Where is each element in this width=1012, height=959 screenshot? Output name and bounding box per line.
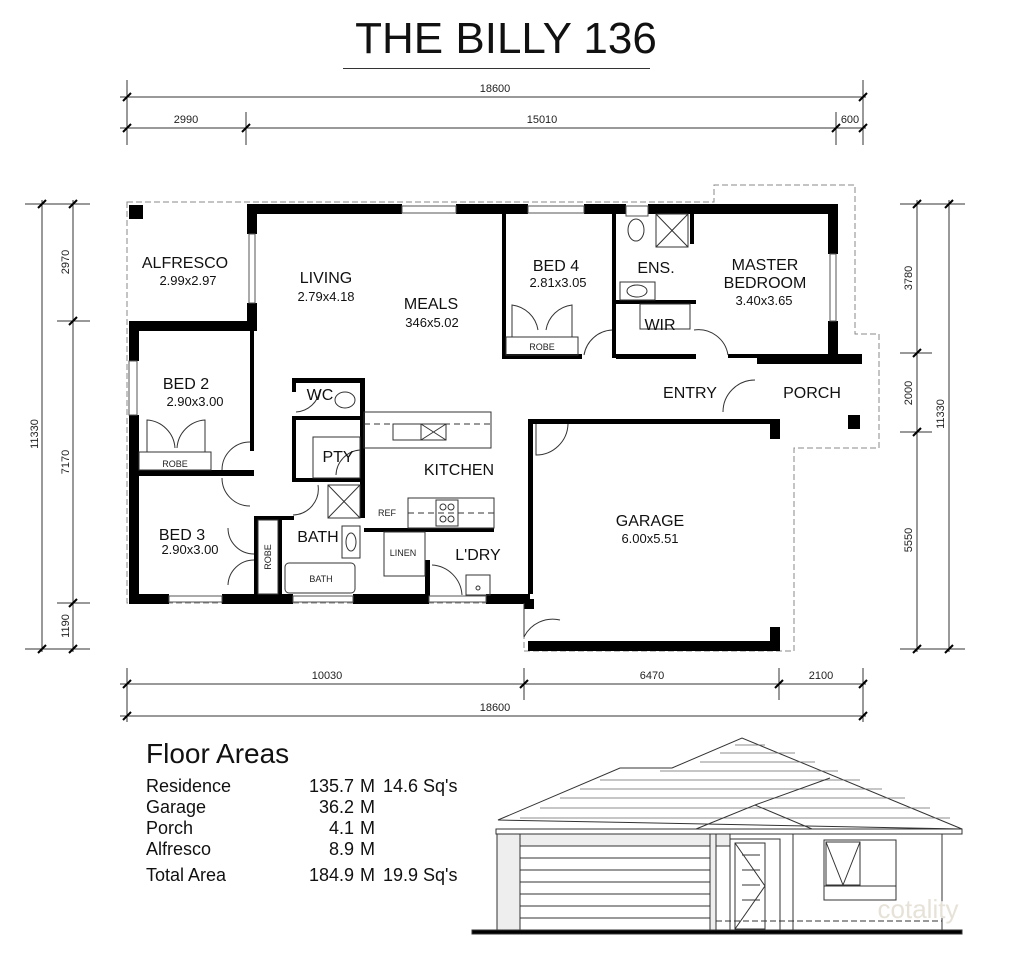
- doors: [221, 329, 756, 638]
- dim-bottom-seg-2: 6470: [640, 670, 664, 682]
- area-unit: M: [360, 797, 375, 817]
- area-squares: [375, 839, 458, 860]
- room-kitchen-label: KITCHEN: [424, 462, 494, 479]
- room-alfresco-label: ALFRESCO: [142, 255, 228, 272]
- dim-left-seg-3: 1190: [60, 614, 72, 638]
- area-row: Alfresco 8.9 M: [146, 839, 458, 860]
- left-dimensions: [25, 199, 90, 654]
- room-master-label-1: MASTER: [732, 257, 799, 274]
- bottom-dimensions: [120, 668, 868, 722]
- room-laundry-label: L'DRY: [455, 547, 501, 564]
- room-ensuite-label: ENS.: [637, 260, 674, 277]
- room-living-label: LIVING: [300, 270, 352, 287]
- room-meals-size: 346x5.02: [405, 315, 459, 330]
- area-label: Total Area: [146, 865, 227, 885]
- robe-bed2-label: ROBE: [162, 459, 188, 469]
- room-entry-label: ENTRY: [663, 385, 717, 402]
- area-row-total: Total Area 184.9 M 19.9 Sq's: [146, 860, 458, 886]
- area-label: Porch: [146, 818, 194, 838]
- dim-top-overall: 18600: [480, 83, 511, 95]
- room-wc-label: WC: [307, 387, 334, 404]
- room-master-size: 3.40x3.65: [735, 293, 792, 308]
- bathtub-label: BATH: [309, 574, 332, 584]
- watermark-text: cotality: [878, 894, 959, 924]
- fixtures: [138, 213, 691, 596]
- room-living-size: 2.79x4.18: [297, 289, 354, 304]
- dim-top-seg-1: 2990: [174, 114, 198, 126]
- plan-title: THE BILLY 136: [355, 14, 657, 63]
- walls: [129, 204, 862, 651]
- area-label: Alfresco: [146, 839, 212, 859]
- room-linen-label: LINEN: [390, 548, 417, 558]
- title-underline: [343, 68, 650, 69]
- dim-top-seg-2: 15010: [527, 114, 558, 126]
- dim-bottom-overall: 18600: [480, 702, 511, 714]
- dim-right-seg-3: 5550: [903, 528, 915, 552]
- windows: [128, 205, 837, 603]
- area-label: Garage: [146, 797, 207, 817]
- area-label: Residence: [146, 776, 232, 796]
- area-value: 8.9: [328, 839, 354, 859]
- room-porch-label: PORCH: [783, 385, 841, 402]
- area-squares: [375, 797, 458, 818]
- area-row: Porch 4.1 M: [146, 818, 458, 839]
- right-dimensions: [900, 199, 965, 654]
- area-squares: 14.6 Sq's: [383, 776, 458, 796]
- room-bath-label: BATH: [297, 529, 338, 546]
- dim-right-overall: 11330: [935, 399, 947, 429]
- room-bed2-label: BED 2: [163, 376, 209, 393]
- room-bed3-label: BED 3: [159, 527, 205, 544]
- room-master-label-2: BEDROOM: [724, 275, 807, 292]
- room-garage-label: GARAGE: [616, 513, 684, 530]
- room-alfresco-size: 2.99x2.97: [159, 273, 216, 288]
- area-squares: [375, 818, 458, 839]
- area-row: Residence 135.7 M 14.6 Sq's: [146, 776, 458, 797]
- dim-bottom-seg-1: 10030: [312, 670, 343, 682]
- area-value: 36.2: [318, 797, 354, 817]
- room-bed4-size: 2.81x3.05: [529, 275, 586, 290]
- dim-left-seg-1: 2970: [60, 250, 72, 274]
- room-bed2-size: 2.90x3.00: [166, 394, 223, 409]
- dim-bottom-seg-3: 2100: [809, 670, 833, 682]
- room-wir-label: WIR: [644, 317, 675, 334]
- top-dimensions: [120, 80, 868, 145]
- room-bed4-label: BED 4: [533, 258, 579, 275]
- dim-top-seg-3: 600: [841, 114, 859, 126]
- floor-areas-heading: Floor Areas: [146, 738, 290, 769]
- area-value: 135.7: [308, 776, 354, 796]
- room-meals-label: MEALS: [404, 296, 458, 313]
- area-row: Garage 36.2 M: [146, 797, 458, 818]
- area-unit: M: [360, 839, 375, 859]
- area-value: 4.1: [328, 818, 354, 838]
- floor-areas-table: Residence 135.7 M 14.6 Sq's Garage 36.2 …: [146, 776, 458, 886]
- room-bed3-size: 2.90x3.00: [161, 542, 218, 557]
- dim-right-seg-1: 3780: [903, 266, 915, 290]
- dim-left-seg-2: 7170: [60, 450, 72, 474]
- robe-bed3-label: ROBE: [263, 544, 273, 570]
- area-unit: M: [360, 818, 375, 838]
- room-pantry-label: PTY: [322, 449, 353, 466]
- dim-left-overall: 11330: [29, 419, 41, 449]
- area-unit: M: [360, 776, 375, 796]
- area-unit: M: [360, 865, 375, 885]
- area-squares: 19.9 Sq's: [383, 865, 458, 885]
- front-elevation: [471, 737, 963, 935]
- dim-right-seg-2: 2000: [903, 381, 915, 405]
- room-garage-size: 6.00x5.51: [621, 531, 678, 546]
- room-ref-label: REF: [378, 508, 397, 518]
- area-value: 184.9: [308, 865, 354, 885]
- robe-bed4-label: ROBE: [529, 342, 555, 352]
- floor-areas-panel: Floor Areas Residence 135.7 M 14.6 Sq's …: [146, 738, 458, 886]
